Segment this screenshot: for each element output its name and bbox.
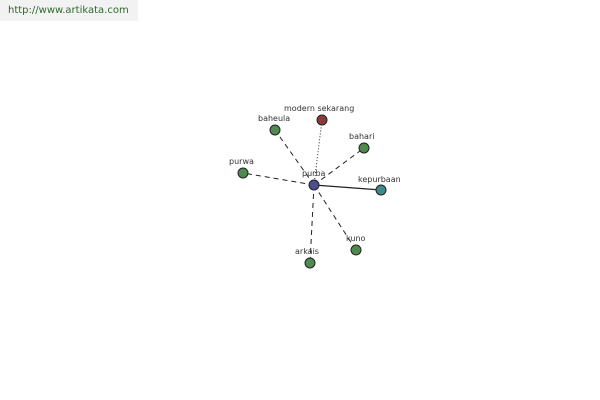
node-baheula[interactable] bbox=[269, 124, 281, 136]
edge-kuno bbox=[313, 184, 357, 251]
node-label-kuno[interactable]: kuno bbox=[346, 234, 366, 243]
node-bahari[interactable] bbox=[358, 142, 370, 154]
node-center[interactable] bbox=[308, 179, 320, 191]
node-label-purwa[interactable]: purwa bbox=[229, 157, 254, 166]
url-link[interactable]: http://www.artikata.com bbox=[8, 5, 129, 16]
node-label-bahari[interactable]: bahari bbox=[349, 132, 374, 141]
edge-bahari bbox=[313, 147, 365, 186]
node-label-baheula[interactable]: baheula bbox=[258, 114, 290, 123]
edge-arkais bbox=[309, 184, 315, 264]
node-kepurbaan[interactable] bbox=[375, 184, 387, 196]
node-arkais[interactable] bbox=[304, 257, 316, 269]
graph-nodes bbox=[237, 114, 387, 269]
node-label-modern-sekarang[interactable]: modern sekarang bbox=[284, 104, 354, 113]
edge-baheula bbox=[274, 129, 315, 186]
node-kuno[interactable] bbox=[350, 244, 362, 256]
node-label-arkais[interactable]: arkais bbox=[295, 247, 319, 256]
edge-kepurbaan bbox=[313, 184, 382, 191]
node-purwa[interactable] bbox=[237, 167, 249, 179]
node-modern-sekarang[interactable] bbox=[316, 114, 328, 126]
node-label-center: purba bbox=[302, 169, 326, 178]
edge-purwa bbox=[242, 172, 315, 186]
url-bar: http://www.artikata.com bbox=[0, 0, 138, 21]
edge-modern-sekarang bbox=[313, 119, 323, 186]
node-label-kepurbaan[interactable]: kepurbaan bbox=[358, 175, 401, 184]
graph-edges bbox=[242, 119, 382, 264]
